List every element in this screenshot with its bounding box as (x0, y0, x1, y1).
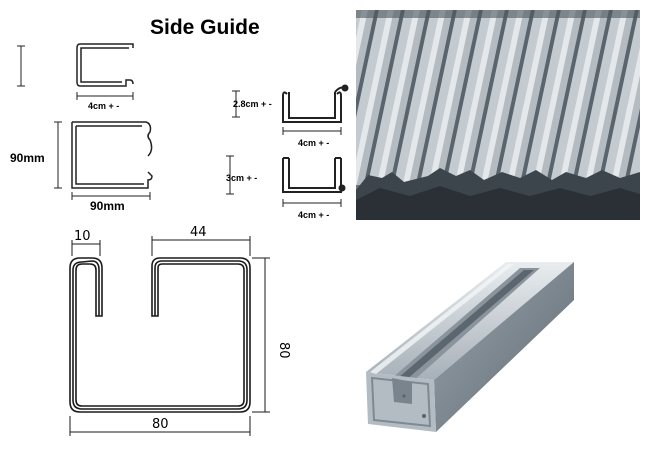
lipped-channel-height-label: 2.8cm + - (233, 99, 272, 109)
square-width-dim (71, 192, 151, 200)
small-channel-width-label: 4cm + - (88, 101, 119, 111)
lipped-channel-width-label: 4cm + - (298, 138, 329, 148)
square-height-dim (54, 121, 62, 189)
channel-width-label: 4cm + - (298, 210, 329, 220)
channel-width-dim (282, 199, 342, 207)
profile-top-dim (151, 236, 251, 256)
profile-lip-label: 10 (74, 229, 91, 244)
square-height-label: 90mm (10, 151, 45, 165)
lipped-channel-height-dim (232, 90, 240, 118)
channel-sketch (282, 157, 346, 193)
profile-width-label: 80 (152, 417, 169, 432)
profile-lip-dim (71, 240, 101, 256)
channel-height-label: 3cm + - (226, 173, 257, 183)
square-channel-sketch (71, 121, 153, 189)
profile-top-label: 44 (190, 225, 207, 240)
guide-profile-drawing (69, 257, 251, 413)
corrugated-channels-photo (356, 10, 640, 220)
small-channel-sketch (76, 43, 134, 87)
guide-rail-photo (366, 262, 574, 432)
lipped-channel-sketch (282, 84, 349, 123)
square-width-label: 90mm (90, 199, 125, 213)
lipped-channel-width-dim (282, 127, 342, 135)
small-channel-height-dim (17, 45, 25, 87)
profile-height-dim (252, 257, 270, 413)
page-title: Side Guide (150, 16, 260, 39)
profile-width-dim (69, 416, 251, 436)
small-channel-width-dim (76, 92, 134, 100)
profile-height-label: 80 (276, 342, 291, 359)
channel-height-dim (226, 155, 234, 195)
